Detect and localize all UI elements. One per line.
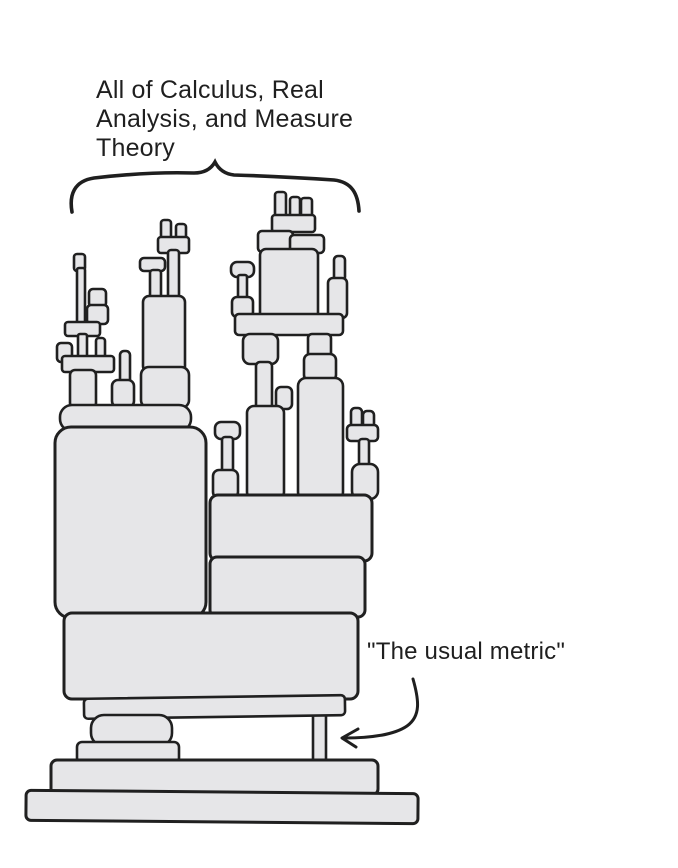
support-plate [82,693,347,721]
block [220,435,235,476]
block [270,213,317,234]
annotation-arrow [340,677,419,749]
block [254,360,274,411]
center-tower [229,190,349,337]
block [139,365,191,410]
brace-annotation-line-3: Theory [96,134,176,162]
block [233,312,345,337]
block [166,248,181,302]
right-mallet [345,406,380,501]
metric-annotation-text: "The usual metric" [367,638,566,665]
right-block-rows [208,493,374,619]
block [110,378,136,409]
brace-annotation-text: All of Calculus, Real Analysis, and Meas… [96,76,353,163]
brace-annotation-line-2: Analysis, and Measure [96,105,354,133]
big-left-block [53,425,208,620]
left-tall-tower [138,218,191,410]
block [326,276,349,320]
block [24,788,420,826]
block [75,266,87,328]
block [296,376,345,502]
block [141,294,187,374]
usual-metric-stick [311,710,328,766]
left-support-stack [75,713,181,765]
block [68,368,98,410]
brace-annotation-line-1: All of Calculus, Real [96,76,324,104]
mid-block [62,611,360,701]
left-mini-tower [55,252,136,410]
metric-stick-block [311,710,328,766]
block [245,404,286,501]
block [208,555,367,619]
block [53,425,208,620]
block [208,493,374,563]
base-plates [24,758,420,826]
curly-brace-path [69,158,361,214]
left-mallet [211,420,242,500]
curly-brace [69,158,361,214]
block [82,693,347,721]
block [258,247,320,321]
block [62,611,360,701]
support-columns [241,332,345,502]
annotation-arrowhead [340,727,360,749]
annotation-arrow-curve [343,677,419,740]
block [241,332,280,366]
